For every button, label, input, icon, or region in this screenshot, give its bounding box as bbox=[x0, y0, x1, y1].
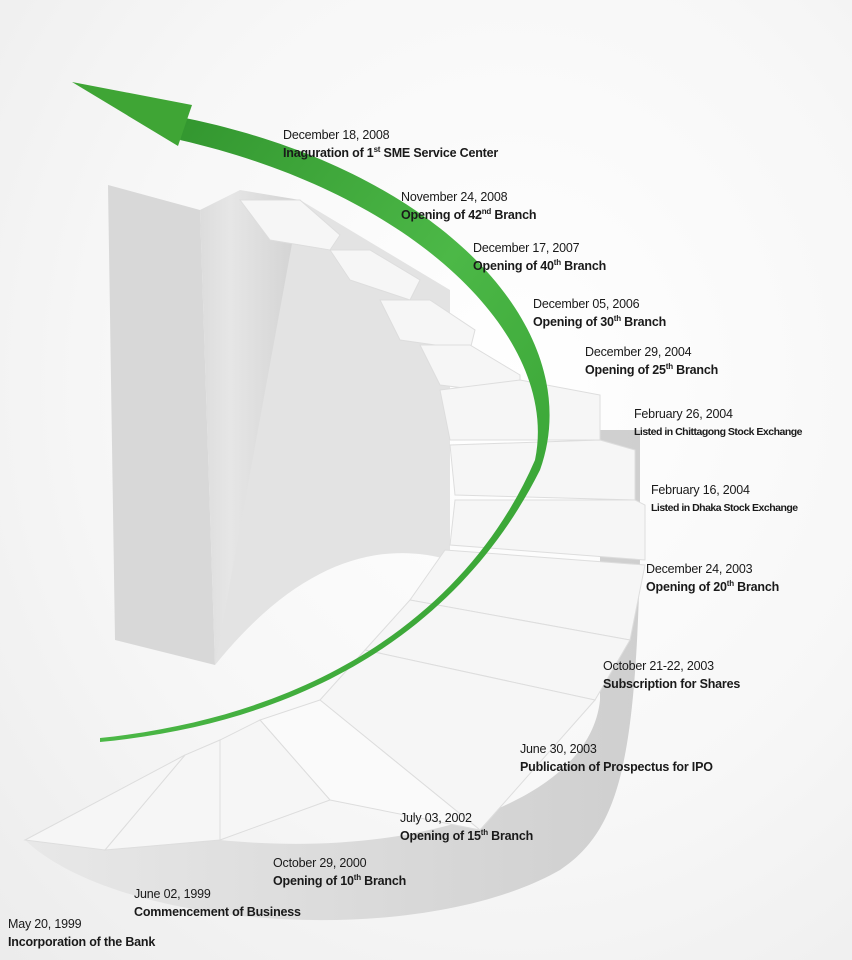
milestone-2003-oct-21: October 21-22, 2003 Subscription for Sha… bbox=[603, 657, 740, 693]
milestone-title: Incorporation of the Bank bbox=[8, 935, 156, 949]
milestone-2004-dec-29: December 29, 2004 Opening of 25th Branch bbox=[585, 343, 718, 379]
milestone-title: Subscription for Shares bbox=[603, 677, 741, 691]
milestone-title: Opening of 10th Branch bbox=[273, 873, 407, 889]
milestone-2007-dec-17: December 17, 2007 Opening of 40th Branch bbox=[473, 239, 606, 275]
milestone-title: Opening of 25th Branch bbox=[585, 362, 719, 378]
milestone-date: December 29, 2004 bbox=[585, 345, 692, 359]
milestone-title: Opening of 40th Branch bbox=[473, 258, 607, 274]
milestone-2008-nov-24: November 24, 2008 Opening of 42nd Branch bbox=[401, 188, 536, 224]
milestone-date: December 17, 2007 bbox=[473, 241, 580, 255]
milestone-date: December 05, 2006 bbox=[533, 297, 640, 311]
milestone-date: February 26, 2004 bbox=[634, 407, 733, 421]
milestone-title: Opening of 15th Branch bbox=[400, 828, 534, 844]
milestone-1999-may-20: May 20, 1999 Incorporation of the Bank bbox=[8, 915, 155, 951]
stair-steps bbox=[23, 199, 646, 851]
milestone-title: Opening of 20th Branch bbox=[646, 579, 780, 595]
milestone-title: Listed in Chittagong Stock Exchange bbox=[634, 426, 803, 438]
milestone-date: November 24, 2008 bbox=[401, 190, 508, 204]
milestone-title: Publication of Prospectus for IPO bbox=[520, 760, 713, 774]
milestone-date: December 24, 2003 bbox=[646, 562, 753, 576]
milestone-date: July 03, 2002 bbox=[400, 811, 472, 825]
stair-outer-wall bbox=[25, 430, 640, 921]
milestone-date: October 29, 2000 bbox=[273, 856, 367, 870]
milestone-2003-dec-24: December 24, 2003 Opening of 20th Branch bbox=[646, 560, 779, 596]
milestone-2004-feb-16: February 16, 2004 Listed in Dhaka Stock … bbox=[651, 481, 798, 517]
milestone-date: December 18, 2008 bbox=[283, 128, 390, 142]
milestone-date: June 02, 1999 bbox=[134, 887, 211, 901]
milestone-title: Listed in Dhaka Stock Exchange bbox=[651, 502, 798, 514]
milestone-title: Inaguration of 1st SME Service Center bbox=[283, 145, 499, 161]
milestone-title: Opening of 42nd Branch bbox=[401, 207, 537, 223]
milestone-2002-jul-03: July 03, 2002 Opening of 15th Branch bbox=[400, 809, 533, 845]
milestone-date: June 30, 2003 bbox=[520, 742, 597, 756]
milestone-2006-dec-05: December 05, 2006 Opening of 30th Branch bbox=[533, 295, 666, 331]
milestone-2004-feb-26: February 26, 2004 Listed in Chittagong S… bbox=[634, 405, 803, 441]
milestone-title: Opening of 30th Branch bbox=[533, 314, 667, 330]
milestone-2000-oct-29: October 29, 2000 Opening of 10th Branch bbox=[273, 854, 406, 890]
arrowhead-icon bbox=[72, 82, 192, 146]
milestone-date: October 21-22, 2003 bbox=[603, 659, 714, 673]
milestone-2008-dec-18: December 18, 2008 Inaguration of 1st SME… bbox=[283, 126, 498, 162]
milestone-2003-jun-30: June 30, 2003 Publication of Prospectus … bbox=[520, 740, 713, 776]
central-column bbox=[108, 185, 215, 665]
milestone-title: Commencement of Business bbox=[134, 905, 301, 919]
milestone-1999-jun-02: June 02, 1999 Commencement of Business bbox=[134, 885, 301, 921]
milestone-date: May 20, 1999 bbox=[8, 917, 82, 931]
milestone-date: February 16, 2004 bbox=[651, 483, 750, 497]
